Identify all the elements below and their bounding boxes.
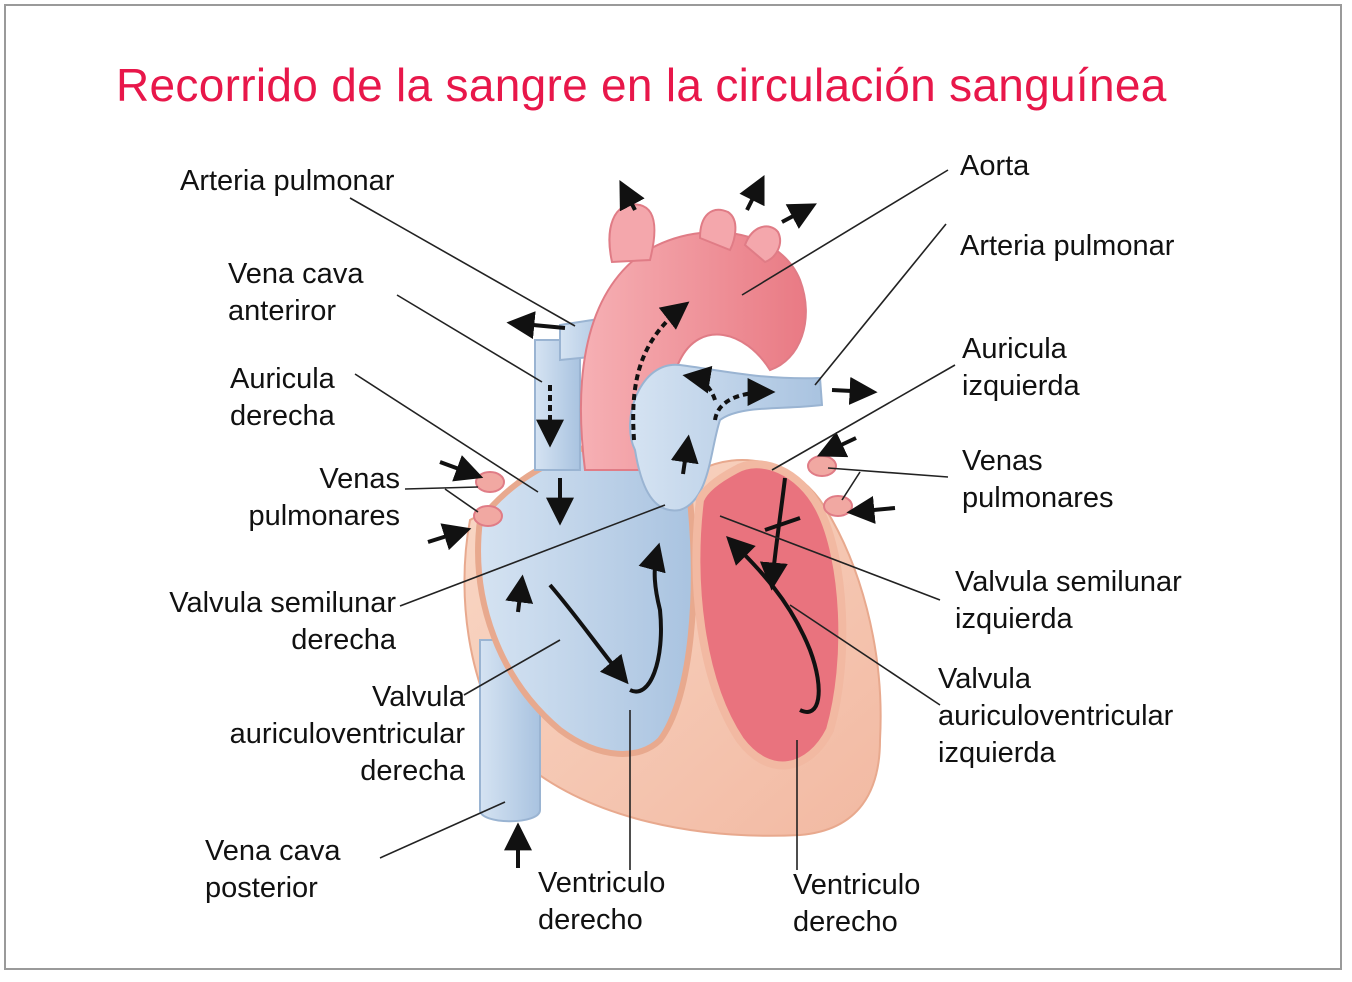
page-title: Recorrido de la sangre en la circulación… bbox=[116, 59, 1167, 111]
dotted-flow-arrow bbox=[536, 301, 776, 448]
label-arteria-pulmonar-left: Arteria pulmonar bbox=[180, 165, 395, 197]
label-arteria-pulmonar-right: Arteria pulmonar bbox=[960, 230, 1175, 262]
blood-flow-arrow bbox=[427, 174, 896, 868]
leader-lines bbox=[349, 169, 956, 870]
label-aorta: Aorta bbox=[960, 150, 1030, 182]
